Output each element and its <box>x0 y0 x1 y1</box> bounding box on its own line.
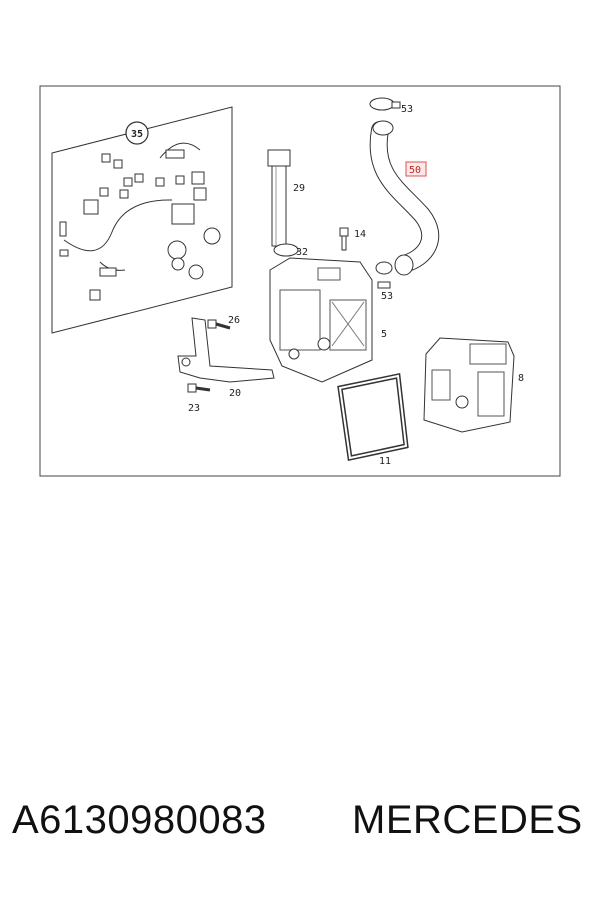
gasket-part: 11 <box>337 372 409 467</box>
kit-callout-label: 35 <box>131 129 143 140</box>
seal-ring-callout: 32 <box>296 247 308 258</box>
bracket-part: 20 <box>177 317 275 399</box>
hose-highlight-box <box>405 161 427 177</box>
gasket-callout: 11 <box>379 456 391 467</box>
parts-diagram: 35 <box>39 85 561 477</box>
bolt-bracket-part: 26 <box>207 315 240 330</box>
part-number: A6130980083 <box>12 798 267 842</box>
kit-callout-circle <box>125 121 149 145</box>
hose-part: 50 <box>369 120 440 276</box>
bolt-lower-callout: 23 <box>188 403 200 414</box>
pump-unit-part: 5 <box>269 257 387 383</box>
clamp-bottom-part: 53 <box>375 261 393 302</box>
clamp-top-callout: 53 <box>401 104 413 115</box>
bolt-bracket-callout: 26 <box>228 315 240 326</box>
bracket-callout: 20 <box>229 388 241 399</box>
pipe-part: 29 32 <box>267 149 308 258</box>
clamp-top-part: 53 <box>369 97 413 115</box>
bolt-top-callout: 14 <box>354 229 366 240</box>
bolt-top-part: 14 <box>339 227 366 251</box>
hose-callout: 50 <box>409 165 421 176</box>
control-unit-callout: 8 <box>518 373 524 384</box>
pump-unit-callout: 5 <box>381 329 387 340</box>
bolt-lower-part: 23 <box>187 383 211 414</box>
clamp-bottom-callout: 53 <box>381 291 393 302</box>
pipe-callout: 29 <box>293 183 305 194</box>
kit-panel: 35 <box>51 106 233 334</box>
control-unit-part: 8 <box>423 337 524 433</box>
brand-name: MERCEDES <box>352 798 583 842</box>
